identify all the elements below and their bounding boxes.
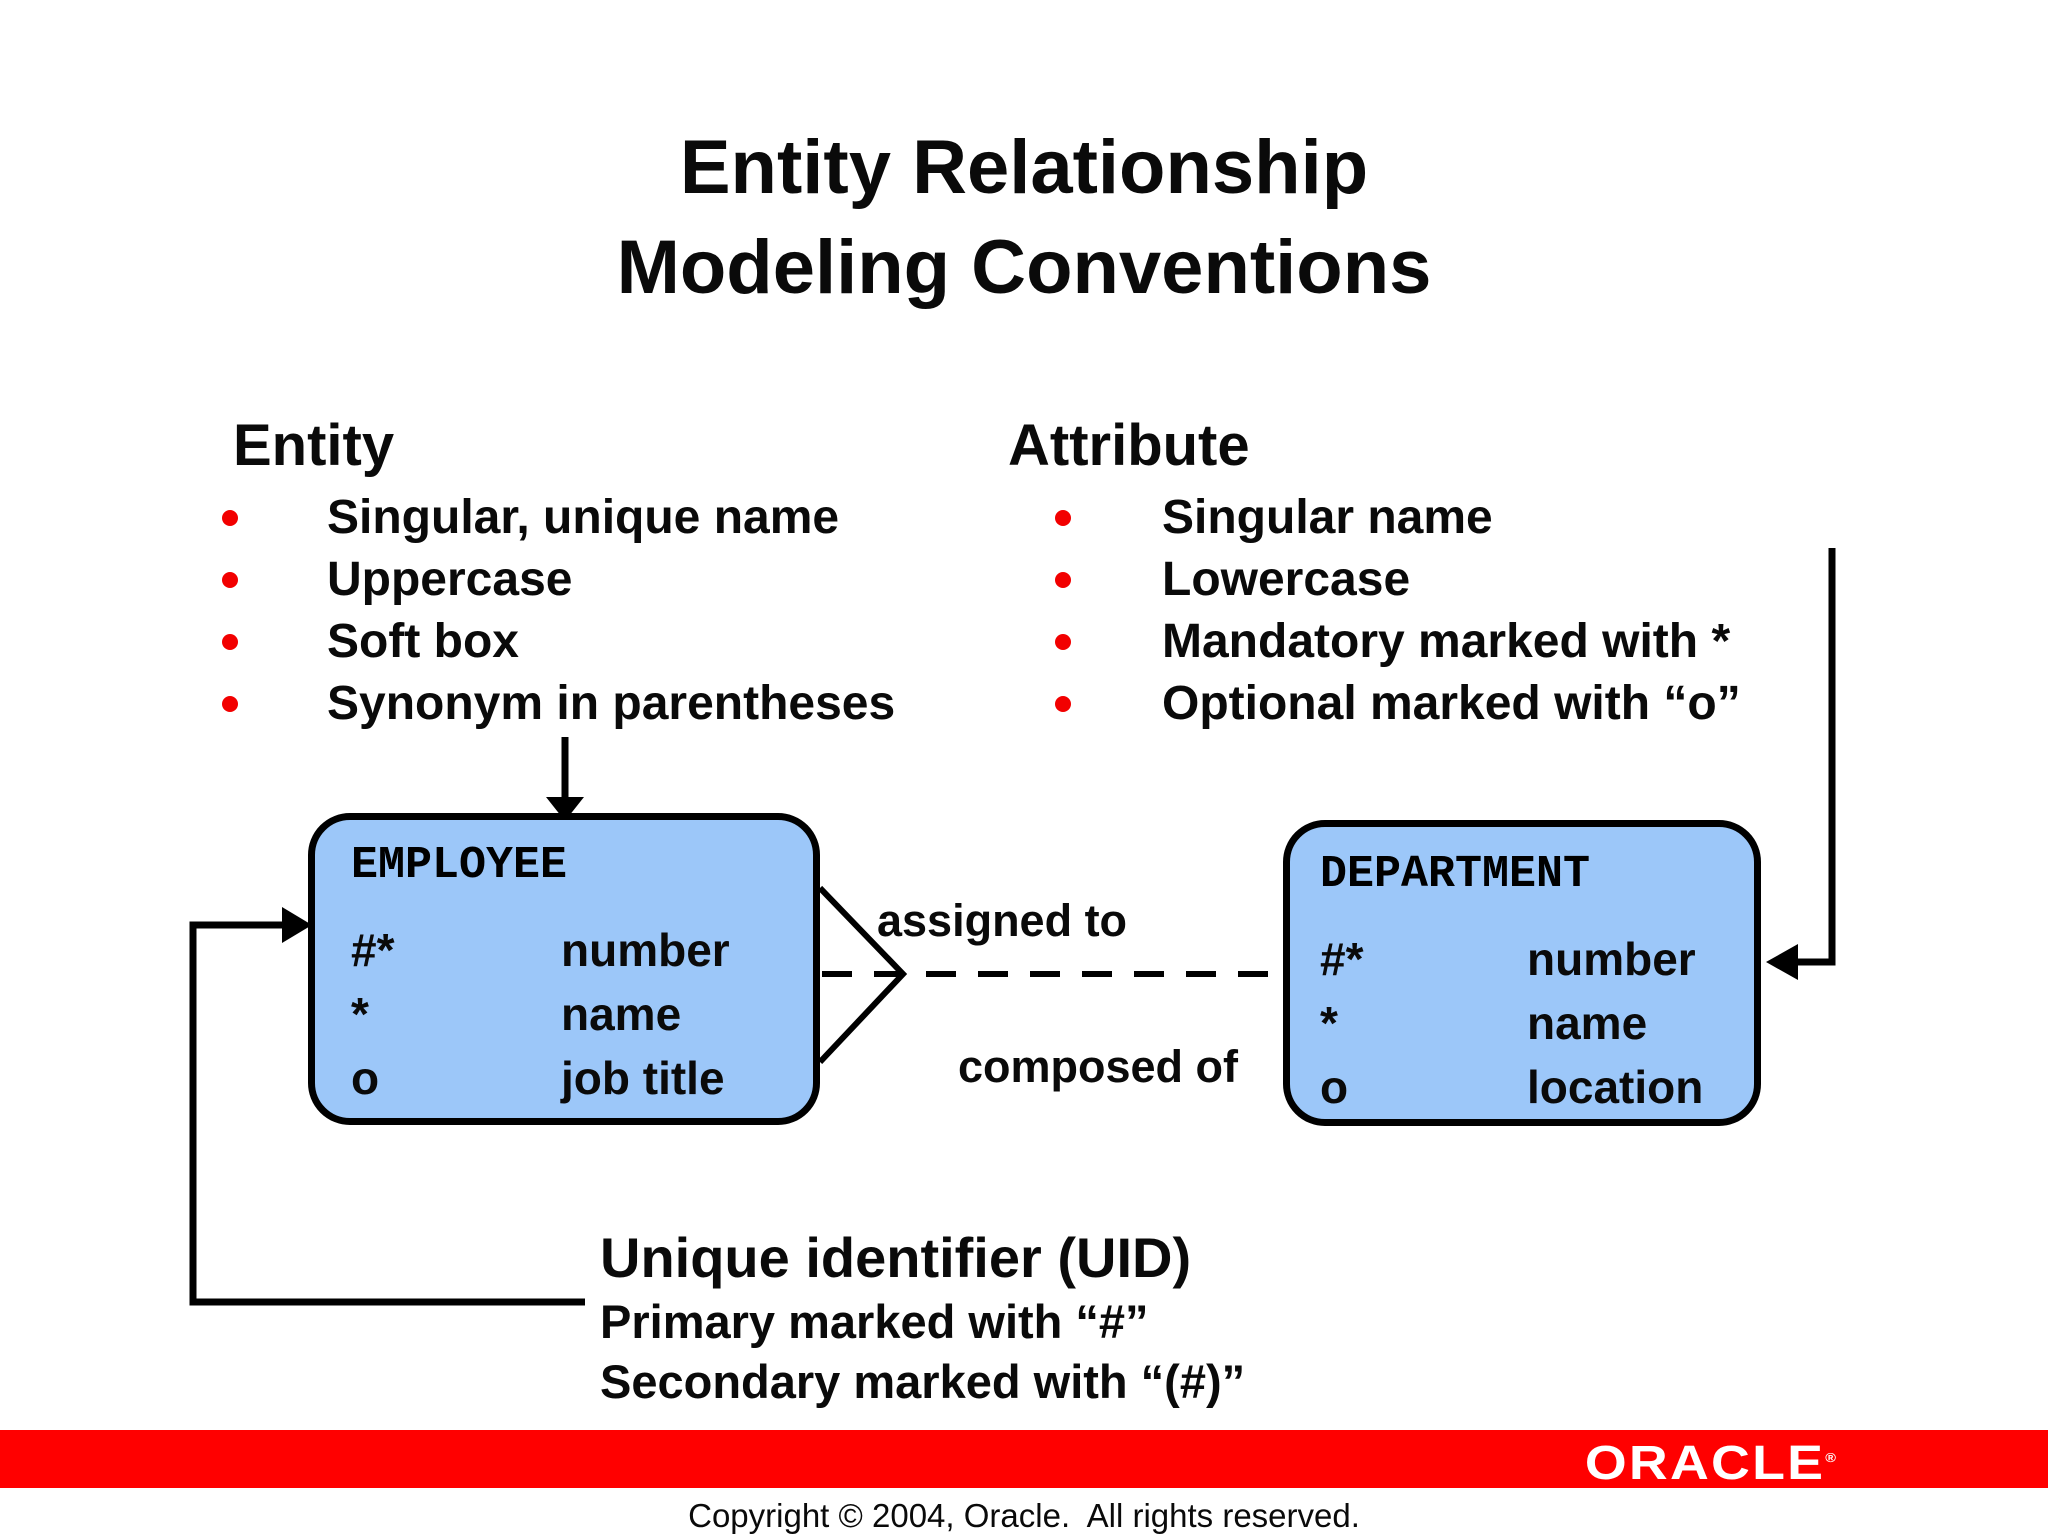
entity-heading: Entity <box>233 413 395 478</box>
attribute-name: name <box>561 988 682 1040</box>
oracle-wordmark: ORACLE <box>1584 1437 1826 1490</box>
attribute-name: name <box>1527 997 1648 1049</box>
list-item: Synonym in parentheses <box>222 673 895 735</box>
bullet-text: Mandatory marked with * <box>1162 615 1731 668</box>
bullet-icon <box>222 634 238 650</box>
bullet-icon <box>222 696 238 712</box>
uid-primary-note: Primary marked with “#” <box>600 1295 1149 1348</box>
list-item: Uppercase <box>222 549 895 611</box>
bullet-icon <box>222 572 238 588</box>
entity-name: DEPARTMENT <box>1320 849 1591 900</box>
registered-trademark-icon: ® <box>1825 1450 1838 1465</box>
attribute-bullet-list: Singular name Lowercase Mandatory marked… <box>1055 487 1741 735</box>
attribute-name: location <box>1527 1061 1704 1113</box>
entity-attribute-rows: #* number * name o job title <box>351 918 813 1110</box>
attribute-heading: Attribute <box>1008 413 1250 478</box>
attribute-marker: #* <box>1320 933 1364 985</box>
list-item: Lowercase <box>1055 549 1741 611</box>
bullet-text: Singular, unique name <box>327 491 840 544</box>
bullet-icon <box>1055 696 1071 712</box>
attribute-row: o location <box>1320 1055 1754 1119</box>
bullet-icon <box>1055 634 1071 650</box>
oracle-logo: ORACLE® <box>1584 1430 1838 1490</box>
crows-foot-icon <box>817 885 908 1065</box>
entity-pointer-arrow-icon <box>546 737 584 821</box>
relationship-label-bottom: composed of <box>958 1041 1239 1092</box>
bullet-text: Soft box <box>327 615 519 668</box>
title-line-1: Entity Relationship <box>679 125 1369 210</box>
page-title: Entity Relationship Modeling Conventions <box>0 118 2048 318</box>
attribute-name: number <box>1527 933 1696 985</box>
list-item: Optional marked with “o” <box>1055 673 1741 735</box>
bullet-text: Synonym in parentheses <box>327 677 896 730</box>
entity-box-employee: EMPLOYEE #* number * name o job title <box>308 813 820 1125</box>
list-item: Soft box <box>222 611 895 673</box>
attribute-row: #* number <box>351 918 813 982</box>
title-line-2: Modeling Conventions <box>616 225 1432 310</box>
relationship-label-top: assigned to <box>877 895 1128 946</box>
entity-attribute-rows: #* number * name o location <box>1320 927 1754 1119</box>
attribute-pointer-line <box>1766 548 1836 980</box>
list-item: Singular name <box>1055 487 1741 549</box>
entity-name: EMPLOYEE <box>351 840 568 891</box>
bullet-text: Optional marked with “o” <box>1162 677 1741 730</box>
attribute-marker: o <box>1320 1061 1349 1113</box>
bullet-icon <box>222 510 238 526</box>
bullet-icon <box>1055 572 1071 588</box>
attribute-name: number <box>561 924 730 976</box>
attribute-row: o job title <box>351 1046 813 1110</box>
entity-bullet-list: Singular, unique name Uppercase Soft box… <box>222 487 895 735</box>
list-item: Mandatory marked with * <box>1055 611 1741 673</box>
uid-connector-line <box>189 907 585 1306</box>
entity-box-department: DEPARTMENT #* number * name o location <box>1283 820 1761 1126</box>
list-item: Singular, unique name <box>222 487 895 549</box>
bullet-text: Lowercase <box>1162 553 1411 606</box>
attribute-name: job title <box>561 1052 725 1104</box>
attribute-marker: * <box>351 988 369 1040</box>
uid-section: Unique identifier (UID) Primary marked w… <box>600 1224 1245 1412</box>
attribute-marker: * <box>1320 997 1338 1049</box>
attribute-row: * name <box>351 982 813 1046</box>
copyright-text: Copyright © 2004, Oracle. All rights res… <box>688 1497 1360 1534</box>
attribute-marker: o <box>351 1052 380 1104</box>
bullet-text: Uppercase <box>327 553 573 606</box>
attribute-row: #* number <box>1320 927 1754 991</box>
brand-bar: ORACLE® <box>0 1430 2048 1490</box>
attribute-row: * name <box>1320 991 1754 1055</box>
uid-heading: Unique identifier (UID) <box>600 1226 1192 1289</box>
attribute-marker: #* <box>351 924 395 976</box>
uid-secondary-note: Secondary marked with “(#)” <box>600 1355 1246 1408</box>
bullet-icon <box>1055 510 1071 526</box>
bullet-text: Singular name <box>1162 491 1493 544</box>
